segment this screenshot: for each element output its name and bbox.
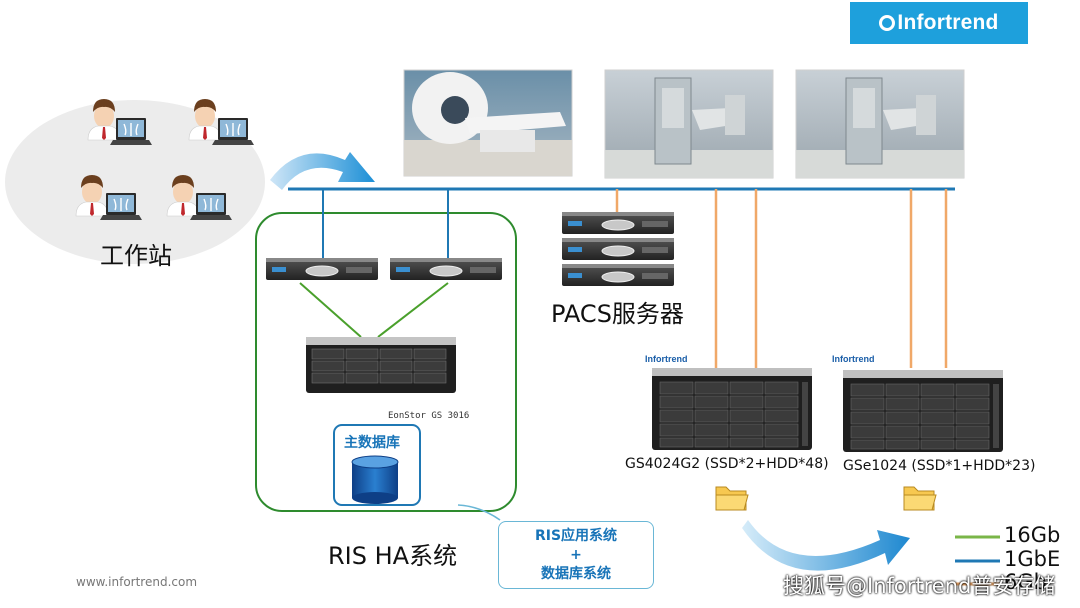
arrow-icon [742, 520, 910, 571]
server-icon [561, 211, 675, 287]
callout-line2: + [570, 546, 582, 563]
logo-ring-icon [879, 15, 896, 31]
storage1-model-label: GS4024G2 (SSD*2+HDD*48) [625, 456, 829, 472]
dr-xray-photo [604, 69, 774, 179]
eonstor-label: EonStor GS 3016 [388, 411, 470, 421]
footer-url: www.infortrend.com [76, 575, 198, 589]
storage2-brand-label: Infortrend [832, 354, 875, 364]
dr-xray-photo [795, 69, 965, 179]
storage-array-icon [306, 337, 456, 393]
workstation-label: 工作站 [100, 242, 172, 270]
ris-ha-label: RIS HA系统 [328, 542, 458, 570]
workstation-cloud [5, 100, 265, 264]
main-db-label: 主数据库 [344, 435, 400, 451]
storage2-model-label: GSe1024 (SSD*1+HDD*23) [843, 458, 1036, 474]
ris-db-callout: RIS应用系统 + 数据库系统 [498, 521, 654, 589]
storage-array-icon [842, 369, 1004, 453]
pacs-server-label: PACS服务器 [551, 300, 684, 328]
legend-label-6gb: 6Gb [1004, 570, 1047, 594]
arrow-icon [270, 152, 375, 190]
logo-text: Infortrend [897, 11, 999, 34]
storage-array-icon [651, 367, 813, 451]
database-icon [351, 455, 399, 504]
legend-label-1gbe: 1GbE [1004, 547, 1061, 571]
server-icon [265, 257, 379, 281]
watermark-text: 搜狐号@Infortrend普安存储 [783, 574, 1056, 598]
folder-icon [715, 486, 749, 511]
ct-scanner-photo [403, 69, 573, 177]
legend-label-16gb: 16Gb [1004, 523, 1061, 547]
callout-line1: RIS应用系统 [534, 527, 618, 544]
infortrend-logo: Infortrend [850, 2, 1028, 44]
storage1-brand-label: Infortrend [645, 354, 688, 364]
ris-ha-box [255, 212, 517, 512]
callout-line3: 数据库系统 [541, 565, 611, 582]
folder-icon [903, 486, 937, 511]
server-icon [389, 257, 503, 281]
